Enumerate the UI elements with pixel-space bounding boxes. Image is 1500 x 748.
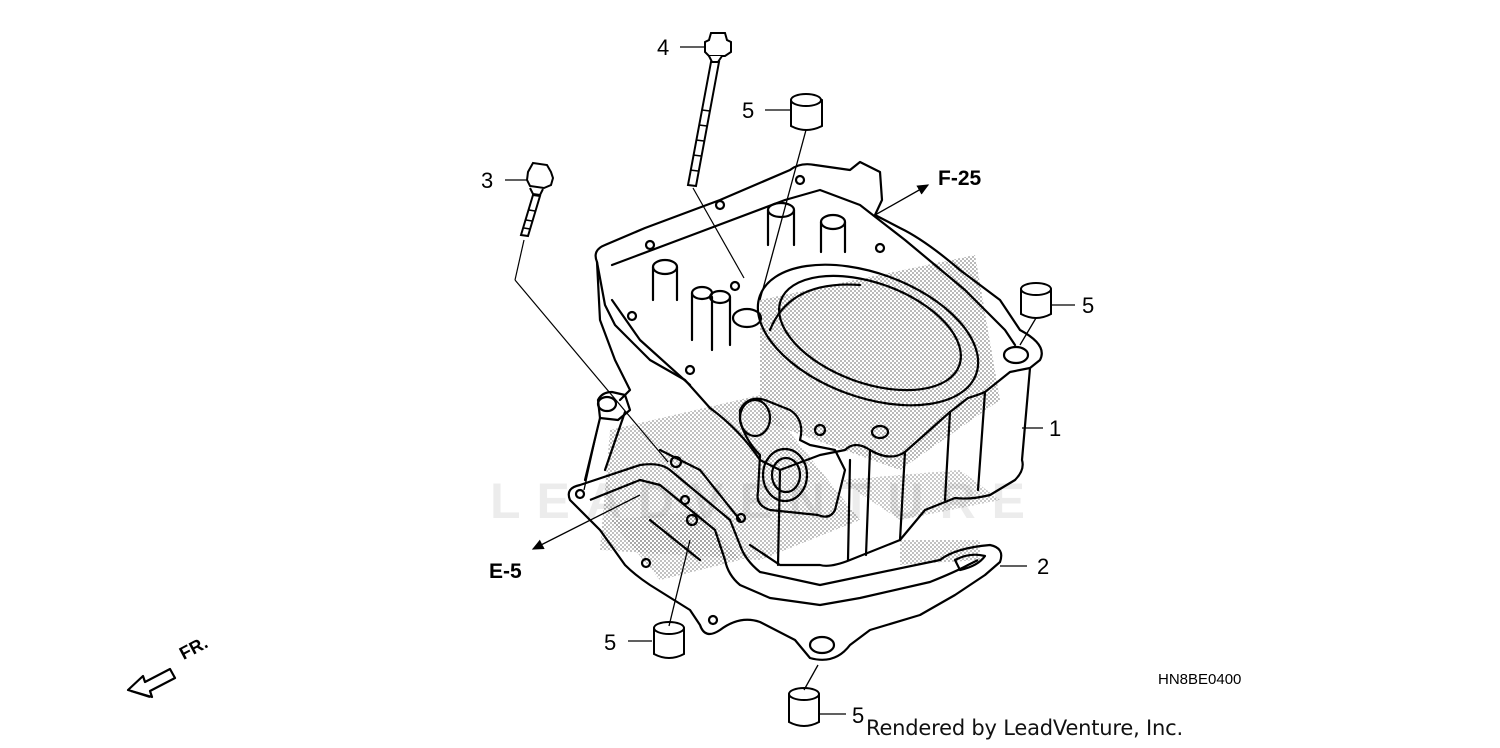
callout-part-5-lower-left: 5 (604, 630, 617, 655)
front-direction-arrow-icon (126, 667, 177, 699)
leader-bolt3 (514, 239, 525, 281)
credit-text: Rendered by LeadVenture, Inc. (866, 716, 1183, 740)
callout-part-1: 1 (1049, 416, 1062, 441)
ref-label-f25[interactable]: F-25 (938, 167, 982, 190)
arrow-e5 (531, 494, 641, 550)
leader-bolt3b (514, 279, 669, 463)
arrow-f25 (874, 184, 930, 216)
callout-part-3: 3 (481, 168, 494, 193)
ref-label-e5[interactable]: E-5 (489, 560, 522, 583)
flange-bolt-short (519, 161, 555, 238)
flange-bolt-long (686, 32, 732, 188)
callout-part-5-right: 5 (1082, 293, 1095, 318)
cylinder-gasket (567, 463, 1003, 661)
callout-part-2: 2 (1037, 554, 1050, 579)
callout-part-5-bottom: 5 (852, 703, 865, 728)
dowel-pins (653, 93, 1052, 727)
cylinder-block (583, 160, 1043, 567)
watermark: LEADVENTURE (490, 473, 1042, 529)
leader-bolt4 (692, 187, 745, 279)
shading (600, 255, 1000, 580)
leader-lines (505, 46, 1075, 715)
callout-part-4: 4 (657, 35, 670, 60)
callout-part-5-top: 5 (742, 98, 755, 123)
diagram-code: HN8BE0400 (1158, 671, 1242, 688)
